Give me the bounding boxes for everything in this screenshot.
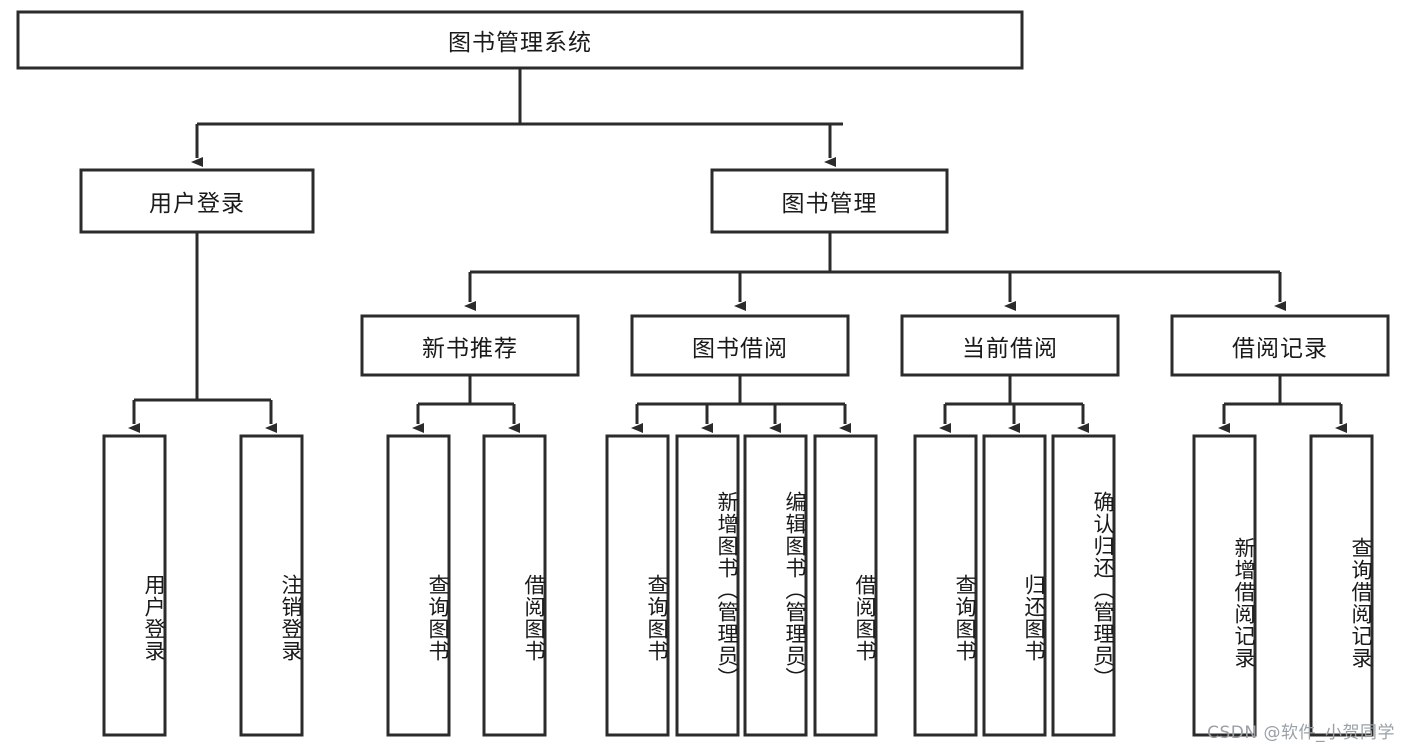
edge-group-user-login xyxy=(128,232,277,433)
node-box-root xyxy=(16,10,1024,70)
leaf-box-current-0 xyxy=(913,434,978,737)
node-box-book-borrow xyxy=(630,314,850,377)
leaf-box-new-book-0 xyxy=(386,434,451,737)
leaf-box-records-0 xyxy=(1192,434,1257,737)
leaf-box-current-2 xyxy=(1051,434,1116,737)
edge-group-book-manage xyxy=(464,232,1286,311)
leaf-box-new-book-1 xyxy=(482,434,547,737)
leaf-box-records-1 xyxy=(1309,434,1374,737)
node-box-borrow-records xyxy=(1170,314,1390,377)
leaf-box-book-borrow-0 xyxy=(605,434,670,737)
edge-group-current-borrow xyxy=(939,375,1089,433)
leaf-box-user-login-1 xyxy=(239,434,304,737)
csdn-watermark: CSDN @软件_小贺同学 xyxy=(1207,723,1395,743)
node-box-current-borrow xyxy=(900,314,1120,377)
node-box-book-manage xyxy=(710,168,949,234)
leaf-box-current-1 xyxy=(982,434,1047,737)
edge-group-borrow-records xyxy=(1218,375,1347,433)
leaf-box-book-borrow-1 xyxy=(675,434,740,737)
leaf-box-book-borrow-3 xyxy=(813,434,878,737)
leaf-box-user-login-0 xyxy=(102,434,167,737)
edge-group-book-borrow xyxy=(631,375,851,433)
node-box-new-book xyxy=(360,314,580,377)
node-box-user-login xyxy=(79,168,315,234)
edge-group-new-book xyxy=(412,375,520,433)
edge-group-root xyxy=(191,68,843,167)
leaf-box-book-borrow-2 xyxy=(743,434,808,737)
